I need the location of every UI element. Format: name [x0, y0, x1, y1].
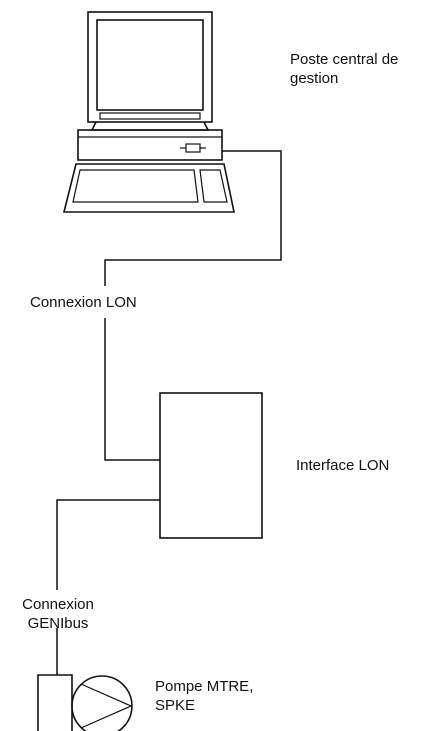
pump-icon: [37, 674, 133, 731]
computer-label: Poste central de gestion: [290, 51, 399, 87]
lon-interface-box: [159, 392, 263, 539]
lon-wire-lower: [104, 318, 160, 461]
genibus-connection-label: Connexion GENIbus: [22, 596, 94, 632]
genibus-wire: [56, 499, 160, 590]
lon-wire: [104, 150, 282, 286]
desktop-computer-icon: [62, 11, 235, 213]
lon-connection-label: Connexion LON: [30, 294, 137, 311]
pump-label: Pompe MTRE, SPKE: [155, 678, 254, 714]
lon-interface-label: Interface LON: [296, 457, 390, 474]
